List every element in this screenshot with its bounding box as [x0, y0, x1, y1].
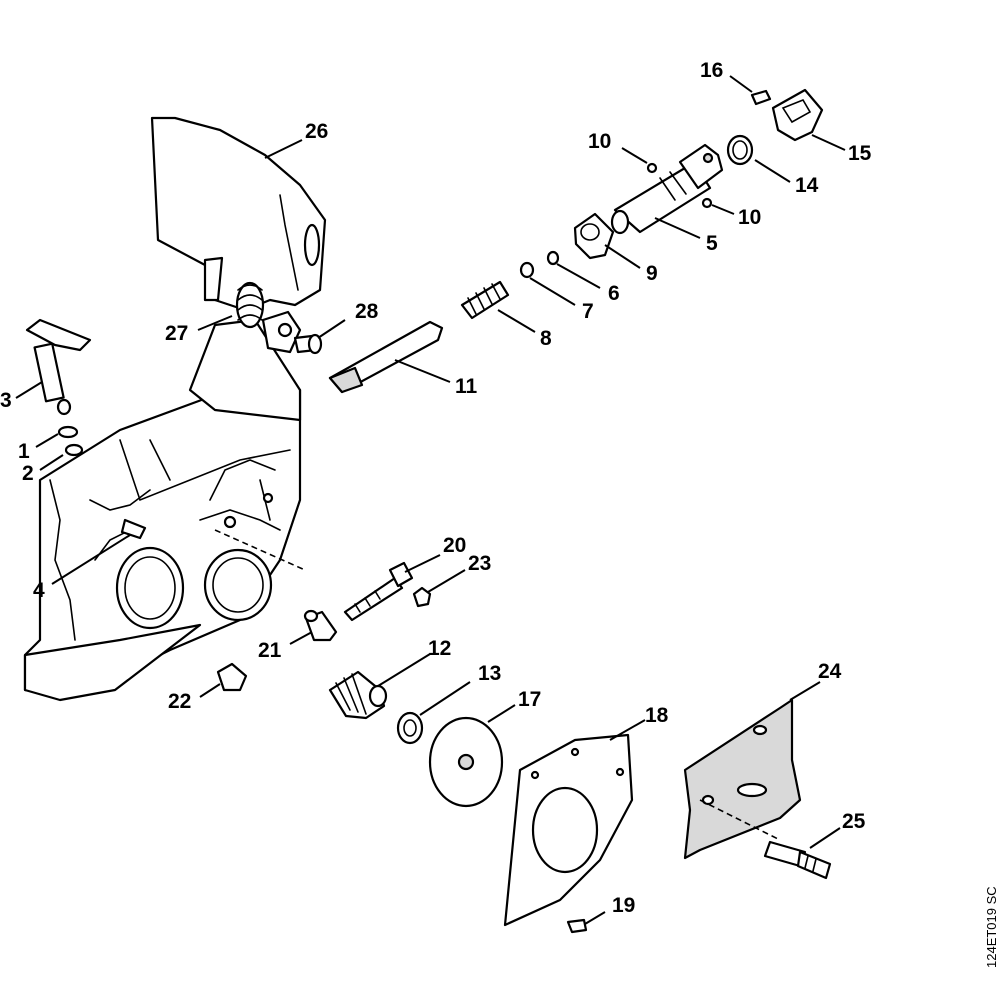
callout-20: 20	[443, 534, 466, 557]
nut-part-23	[412, 586, 432, 608]
pin-part-10-lower	[701, 197, 713, 209]
callout-13: 13	[478, 662, 501, 685]
callout-6: 6	[608, 282, 620, 305]
brake-shaft-part-11	[328, 320, 444, 394]
callout-12: 12	[428, 637, 451, 660]
washer-part-7	[519, 261, 535, 279]
callout-26: 26	[305, 120, 328, 143]
callout-18: 18	[645, 704, 669, 727]
screw-part-4	[120, 518, 147, 540]
plug-part-22	[216, 662, 248, 692]
callout-10-upper: 10	[588, 130, 611, 153]
callout-3: 3	[0, 389, 12, 412]
shaft-assembly-part-5	[610, 143, 724, 235]
screw-part-19	[566, 918, 588, 934]
housing	[23, 318, 306, 702]
reference-code: 124ET019 SC	[984, 886, 999, 968]
screw-part-16	[750, 89, 772, 106]
hand-guard-part-26	[150, 116, 327, 312]
leader-lines	[15, 75, 846, 925]
circlip-part-14	[726, 134, 754, 166]
bell-crank-and-screw-part-28	[261, 310, 323, 355]
callout-11: 11	[455, 375, 478, 398]
stud-part-25	[763, 840, 832, 880]
spring-part-8	[460, 280, 510, 320]
callout-28: 28	[355, 300, 379, 323]
washer-part-6	[546, 250, 560, 266]
callout-17: 17	[518, 688, 541, 711]
callout-14: 14	[795, 174, 819, 197]
disc-part-17	[428, 716, 504, 808]
rings-parts-1-2	[57, 425, 84, 457]
cover-part-15	[771, 88, 824, 142]
callout-8: 8	[540, 327, 552, 350]
callout-27: 27	[165, 322, 188, 345]
callout-23: 23	[468, 552, 491, 575]
callout-labels: 26 27 28 3 1 2 4 11 8 7 6 9 5 10 10 14 1…	[0, 59, 872, 917]
callout-9: 9	[646, 262, 658, 285]
plate-part-18	[503, 733, 634, 927]
callout-5: 5	[706, 232, 718, 255]
bushing-part-9	[573, 212, 615, 260]
callout-1: 1	[18, 440, 30, 463]
callout-21: 21	[258, 639, 282, 662]
callout-25: 25	[842, 810, 866, 833]
fitting-part-21	[303, 609, 338, 642]
callout-7: 7	[582, 300, 594, 323]
worm-gear-part-12	[328, 670, 388, 720]
guide-plate-part-24	[683, 698, 802, 860]
callout-4: 4	[33, 579, 45, 602]
callout-19: 19	[612, 894, 635, 917]
spring-part-27	[235, 281, 265, 329]
callout-22: 22	[168, 690, 191, 713]
callout-10-lower: 10	[738, 206, 761, 229]
pin-part-10-upper	[646, 162, 658, 174]
ring-part-13	[396, 711, 424, 745]
callout-24: 24	[818, 660, 842, 683]
brake-lever-part-3	[25, 318, 92, 416]
callout-16: 16	[700, 59, 723, 82]
callout-2: 2	[22, 462, 34, 485]
adjusting-screw-part-20	[343, 561, 414, 622]
callout-15: 15	[848, 142, 872, 165]
